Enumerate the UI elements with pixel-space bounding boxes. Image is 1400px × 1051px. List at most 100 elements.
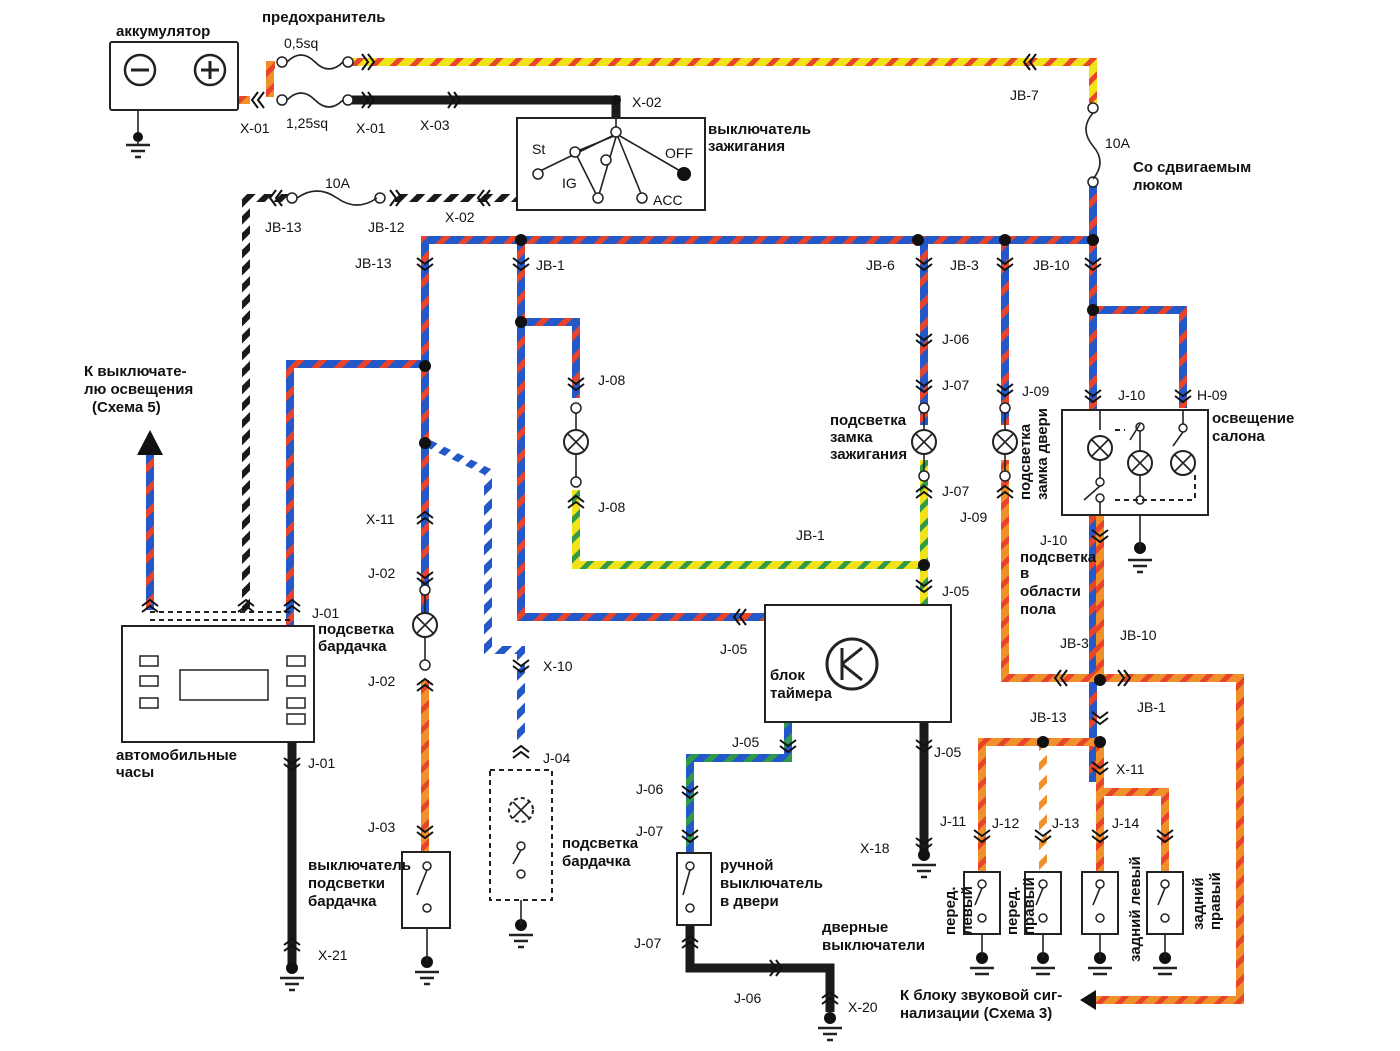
label-to-alarm-1: К блоку звуковой сиг- [900, 987, 1062, 1004]
label-ign-off: OFF [665, 145, 693, 161]
label-jb13-top: JB-13 [265, 219, 302, 235]
label-j10-b: J-10 [1040, 532, 1067, 548]
connector-icon [996, 484, 1014, 499]
label-ign-light-3: зажигания [830, 446, 907, 463]
label-floor-light-4: пола [1020, 601, 1056, 618]
label-j14: J-14 [1112, 815, 1139, 831]
label-j07-a: J-07 [942, 377, 969, 393]
label-j07-b: J-07 [942, 483, 969, 499]
label-clock-2: часы [116, 764, 154, 781]
label-jb1-mid: JB-1 [796, 527, 825, 543]
label-glovebox-light-2: бардачка [318, 638, 387, 655]
label-j08-a: J-08 [598, 372, 625, 388]
connector-icon [268, 189, 283, 207]
door-switch-rear-left [1081, 871, 1119, 935]
label-j05-b: J-05 [720, 641, 747, 657]
connector-icon [416, 677, 434, 692]
junction-nodes [419, 95, 1106, 748]
connector-icon [476, 189, 491, 207]
connector-icon [1117, 669, 1132, 687]
connector-icon [973, 829, 991, 844]
manual-door-switch [676, 852, 712, 926]
connector-icon [996, 383, 1014, 398]
label-rear-left: задний левый [1127, 856, 1144, 962]
label-x10: X-10 [543, 658, 573, 674]
label-j12: J-12 [992, 815, 1019, 831]
lamp-icon [412, 595, 438, 660]
connector-icon [769, 959, 784, 977]
label-j06-a: J-06 [942, 331, 969, 347]
label-to-alarm-2: нализации (Схема 3) [900, 1005, 1052, 1022]
connector-icon [512, 257, 530, 272]
connector-icon [915, 257, 933, 272]
connector-icon [996, 257, 1014, 272]
label-jb3-top: JB-3 [950, 257, 979, 273]
ground-icon [912, 849, 936, 879]
ground-icon [415, 928, 439, 986]
label-light-switch-1: К выключате- [84, 363, 187, 380]
label-j06-c: J-06 [734, 990, 761, 1006]
label-j02-b: J-02 [368, 673, 395, 689]
label-glovebox-light2-1: подсветка [562, 835, 639, 852]
label-jb12: JB-12 [368, 219, 405, 235]
label-glovebox-switch-1: выключатель [308, 857, 411, 874]
label-floor-light-3: области [1020, 583, 1081, 600]
connector-icon [141, 598, 159, 613]
label-ign-acc: ACC [653, 192, 683, 208]
label-front-left-2: левый [959, 886, 976, 935]
label-floor-light-2: в [1020, 565, 1029, 582]
ground-icon [818, 1012, 842, 1042]
label-j02-a: J-02 [368, 565, 395, 581]
label-j09-a: J-09 [1022, 383, 1049, 399]
label-j11: J-11 [940, 813, 966, 829]
label-rear-right-2: правый [1207, 872, 1224, 930]
car-clock [121, 611, 315, 743]
connectors [141, 53, 1192, 1005]
fuse-icon [1085, 112, 1101, 180]
arrow-left-icon [1080, 990, 1096, 1010]
label-ign-switch-2: зажигания [708, 138, 785, 155]
lamp-icon [992, 413, 1018, 471]
terminals [204, 56, 1099, 671]
label-cabin-light-1: освещение [1212, 410, 1294, 427]
ground-icon [1031, 935, 1055, 976]
label-ign-switch-1: выключатель [708, 121, 811, 138]
connector-icon [361, 53, 376, 71]
connector-icon [512, 659, 530, 674]
timer-icon [825, 637, 879, 691]
label-j05-c: J-05 [732, 734, 759, 750]
glovebox-switch [401, 851, 451, 929]
connector-icon [283, 937, 301, 952]
label-jb10-top: JB-10 [1033, 257, 1070, 273]
ground-icon [970, 935, 994, 976]
switches [401, 769, 1184, 935]
label-x18: X-18 [860, 840, 890, 856]
label-cabin-light-2: салона [1212, 428, 1265, 445]
label-jb6: JB-6 [866, 257, 895, 273]
connector-icon [1091, 829, 1109, 844]
door-switch-front-right [1024, 871, 1062, 935]
connector-icon [915, 333, 933, 348]
label-x03: X-03 [420, 117, 450, 133]
label-glovebox-switch-2: подсветки [308, 875, 385, 892]
connector-icon [1034, 829, 1052, 844]
label-j01-top: J-01 [312, 605, 339, 621]
label-manual-switch-3: в двери [720, 893, 779, 910]
label-j07-d: J-07 [634, 935, 661, 951]
label-fuse10a-right: 10A [1105, 135, 1131, 151]
label-fuse10a-left: 10A [325, 175, 351, 191]
connector-icon [821, 990, 839, 1005]
grounds [126, 142, 1177, 1042]
label-jb3-low: JB-3 [1060, 635, 1089, 651]
ground-icon [1088, 935, 1112, 976]
label-j10-a: J-10 [1118, 387, 1145, 403]
label-light-switch-3: (Схема 5) [92, 399, 161, 416]
label-manual-switch-1: ручной [720, 857, 773, 874]
connector-icon [250, 91, 265, 109]
door-switch-front-left [963, 871, 1001, 935]
label-sunroof-2: люком [1133, 177, 1183, 194]
label-x21: X-21 [318, 947, 348, 963]
label-j13: J-13 [1052, 815, 1079, 831]
connector-icon [1156, 829, 1174, 844]
